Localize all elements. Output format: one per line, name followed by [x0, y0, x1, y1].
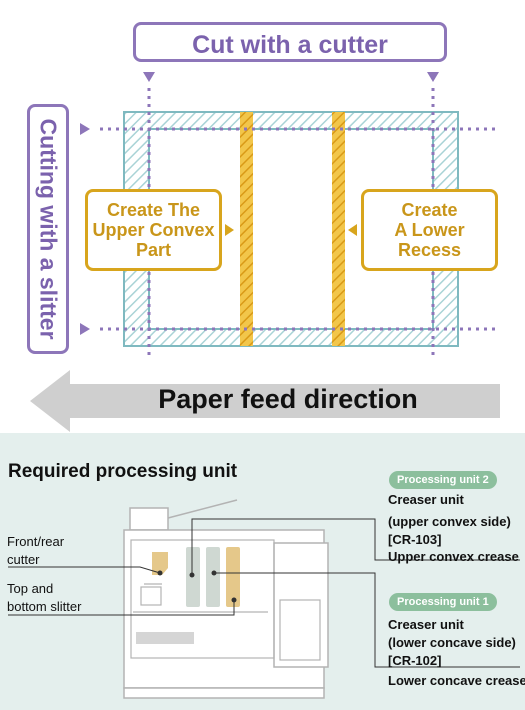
unit2-name-line-1: Creaser unit	[388, 492, 464, 507]
slitter-label-line-1: Top and	[7, 581, 54, 596]
unit1-name-line-1: Creaser unit	[388, 617, 464, 632]
lower-box-line-1: Create	[401, 200, 458, 220]
lower-concave-crease-strip	[332, 112, 345, 346]
cutter-arrow-left-icon	[143, 72, 155, 82]
slitter-lines	[100, 127, 500, 331]
creaser-unit-c	[226, 547, 240, 607]
cutter-arrow-right-icon	[427, 72, 439, 82]
upper-convex-box: Create The Upper Convex Part	[85, 189, 222, 271]
unit2-crease: Upper convex crease	[388, 549, 519, 564]
processing-unit-1-badge: Processing unit 1	[389, 593, 497, 611]
processing-unit-2-badge: Processing unit 2	[389, 471, 497, 489]
output-tray	[136, 632, 194, 644]
cutter-label-line-2: cutter	[7, 552, 40, 567]
section-title: Required processing unit	[8, 461, 238, 482]
lower-box-line-3: Recess	[397, 240, 462, 260]
slitter-arrow-bottom-icon	[80, 323, 90, 335]
upper-convex-crease-strip	[240, 112, 253, 346]
cutter-callout: Cut with a cutter	[133, 22, 447, 62]
cutter-module	[152, 552, 168, 575]
unit1-name-line-2: (lower concave side)	[388, 635, 516, 650]
lower-box-line-2: A Lower	[394, 220, 465, 240]
cutter-label: Front/rear cutter	[7, 533, 64, 569]
unit2-name-line-2: (upper convex side)	[388, 514, 511, 529]
slitter-label: Top and bottom slitter	[7, 580, 81, 616]
slitter-label-line-2: bottom slitter	[7, 599, 82, 614]
unit1-model: [CR-102]	[388, 653, 442, 668]
unit1-name: Creaser unit (lower concave side) [CR-10…	[388, 616, 516, 670]
unit2-name: Creaser unit (upper convex side) [CR-103…	[388, 491, 511, 549]
lower-recess-box: Create A Lower Recess	[361, 189, 498, 271]
slitter-callout: Cutting with a slitter	[27, 104, 69, 354]
upper-box-line-3: Part	[135, 240, 171, 260]
slitter-arrow-top-icon	[80, 123, 90, 135]
upper-box-line-2: Upper Convex	[92, 220, 215, 240]
cutter-label-line-1: Front/rear	[7, 534, 65, 549]
paper-feed-arrow-icon	[30, 370, 500, 432]
upper-box-line-1: Create The	[106, 200, 201, 220]
slitter-callout-text: Cutting with a slitter	[35, 118, 62, 340]
cutting-diagram	[30, 72, 500, 432]
lower-pointer-icon	[348, 224, 357, 236]
creaser-unit-b	[206, 547, 220, 607]
unit2-model: [CR-103]	[388, 532, 442, 547]
unit1-crease: Lower concave crease	[388, 673, 525, 688]
machine-illustration	[8, 499, 520, 699]
upper-pointer-icon	[225, 224, 234, 236]
paper-feed-label: Paper feed direction	[158, 384, 418, 414]
